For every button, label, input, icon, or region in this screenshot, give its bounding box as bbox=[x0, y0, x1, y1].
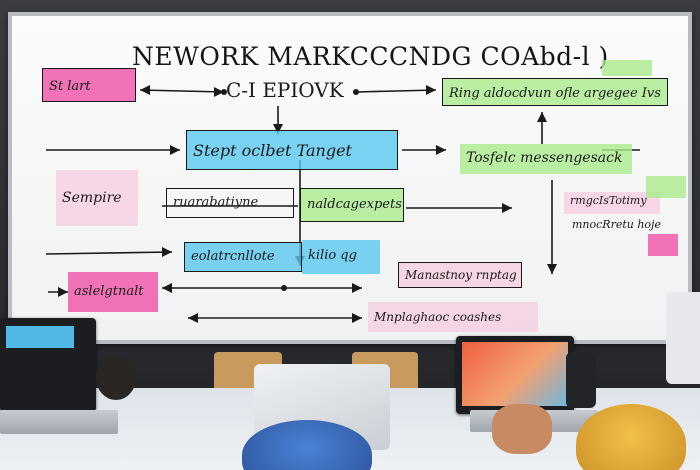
node-sempire: Sempire bbox=[56, 170, 138, 226]
node-bottom: Mnplaghaoc coashes bbox=[368, 302, 538, 332]
device-right bbox=[666, 292, 700, 384]
pink-sticky-note bbox=[648, 234, 678, 256]
person-head-blue-hat bbox=[242, 420, 372, 470]
laptop-right-screen bbox=[456, 336, 574, 414]
node-lower-blue-2: kilio qg bbox=[302, 240, 380, 274]
person-head-dark bbox=[96, 356, 136, 400]
node-top-right: Ring aldocdvun ofle argegee Ivs bbox=[442, 78, 668, 106]
node-mid-low: Manastnoy rnptag bbox=[398, 262, 522, 288]
person-hands bbox=[492, 404, 552, 454]
person-head-blonde bbox=[576, 404, 686, 470]
node-lower-blue: eolatrcnllote bbox=[184, 242, 302, 272]
node-pink-left: aslelgtnalt bbox=[68, 272, 158, 312]
node-right-small-2: mnocRretu hoje bbox=[572, 218, 661, 231]
laptop-left-screen bbox=[0, 318, 96, 412]
node-middle-green: naldcagexpets bbox=[300, 188, 404, 222]
node-tools: Tosfelc messengesack bbox=[460, 144, 632, 174]
node-start: St lart bbox=[42, 68, 136, 102]
board-title: NEWORK MARKCCCNDG COAbd-l ) bbox=[132, 42, 609, 71]
speaker bbox=[566, 352, 596, 408]
node-center: C-I EPIOVK bbox=[226, 78, 344, 102]
screen-window bbox=[6, 326, 74, 348]
whiteboard: NEWORK MARKCCCNDG COAbd-l ) St lart C-I … bbox=[8, 12, 692, 344]
green-sticky-note bbox=[646, 176, 686, 198]
node-target: Stept oclbet Tanget bbox=[186, 130, 398, 170]
green-sticky-note-top bbox=[602, 60, 652, 76]
screen-image bbox=[462, 342, 568, 406]
node-right-small-1: rmgcIsTotimy bbox=[564, 192, 660, 214]
whiteboard-diagram-lines bbox=[45, 85, 640, 323]
node-middle-left: ruarabatiyne bbox=[166, 188, 294, 218]
laptop-left-keyboard bbox=[0, 410, 118, 434]
